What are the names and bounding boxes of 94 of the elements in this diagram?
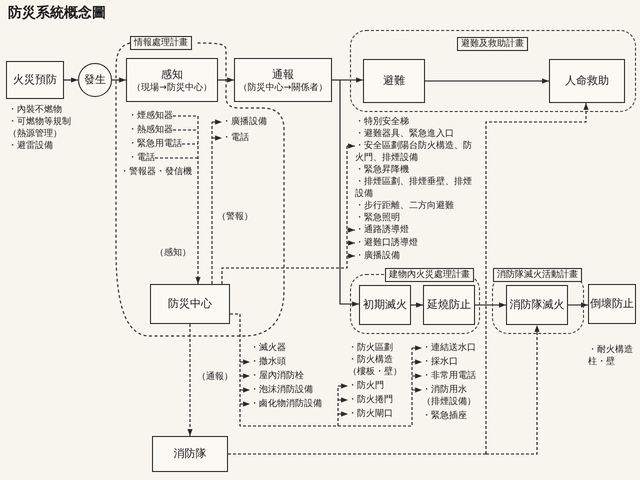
list-item-text: ・鹵化物消防設備	[250, 398, 322, 410]
list-item-text: ・緊急插座	[422, 410, 467, 422]
list-item-text: ・消防用水（排煙設備）	[422, 384, 478, 408]
dashed-line	[229, 313, 413, 427]
dashed-arrow	[212, 119, 222, 125]
arrow	[218, 77, 234, 83]
list-item-text: ・通路誘導燈	[355, 224, 409, 236]
dashed-arrow	[212, 135, 222, 141]
dashed-arrow	[240, 359, 250, 365]
group-title: 避難及救助計畫	[457, 37, 528, 51]
process-box: 防災中心	[150, 284, 230, 324]
list-item-text: ・避難器具、緊急進入口	[355, 128, 454, 140]
dashed-arrow	[412, 373, 422, 379]
list-item-text: ・撒水頭	[250, 356, 286, 368]
list-item-text: ・警報器・發信機	[120, 166, 192, 178]
node-heading: 感知	[161, 66, 183, 82]
list-item-text: ・電話	[128, 152, 155, 164]
arrow	[64, 77, 78, 83]
dashed-arrow	[485, 103, 589, 454]
list-item-text: ・廣播設備	[222, 116, 267, 128]
dashed-arrow	[240, 373, 250, 379]
process-box: 倒壞防止	[588, 284, 636, 324]
dashed-arrow	[195, 116, 201, 284]
node-subtext: （現場→防災中心）	[132, 82, 212, 94]
dashed-line	[173, 115, 198, 117]
dashed-arrow	[486, 325, 540, 455]
list-item-text: ・緊急昇降機	[355, 164, 409, 176]
list-item-text: ・緊急用電話	[128, 138, 182, 150]
note-text: ・內裝不燃物	[8, 104, 63, 116]
arrow	[411, 302, 423, 308]
dashed-line	[211, 122, 213, 284]
dashed-arrow	[240, 387, 250, 393]
list-item-text: ・防火閘口	[348, 408, 393, 420]
list-item-text: ・滅火器	[250, 342, 286, 354]
dashed-line	[221, 146, 348, 284]
dashed-arrow	[240, 401, 250, 407]
dashed-arrow	[187, 324, 193, 436]
dashed-line	[182, 143, 198, 145]
process-box: 人命救助	[549, 59, 625, 103]
list-item-text: ・安全區劃陽台防火構造、防火門、排煙設備	[355, 140, 479, 164]
list-item-text: ・廣播設備	[355, 250, 400, 262]
process-box: 消防隊滅火	[506, 285, 568, 325]
list-item-text: ・泡沫消防設備	[250, 384, 313, 396]
arrow	[112, 77, 126, 83]
group-title: 建物內火災處理計畫	[385, 268, 474, 282]
arrow	[568, 302, 588, 308]
dashed-arrow	[347, 253, 355, 259]
process-box: 初期滅火	[359, 285, 411, 325]
list-item-text: ・步行距離、二方向避難	[355, 200, 454, 212]
group-title: 情報處理計畫	[130, 36, 192, 50]
list-item-text: ・緊急照明	[355, 212, 400, 224]
process-box: 火災預防	[6, 61, 64, 99]
list-item-text: ・特別安全梯	[355, 116, 409, 128]
note-text: ・耐火構造柱・壁	[588, 344, 634, 368]
dashed-line	[228, 453, 486, 455]
list-item-text: ・電話	[222, 132, 249, 144]
list-item-text: ・避難口誘導燈	[355, 237, 418, 249]
diagram-title: 防災系統概念圖	[8, 4, 106, 22]
note-text: ・避雷設備	[8, 140, 54, 152]
dashed-arrow	[347, 227, 355, 233]
dashed-arrow	[347, 240, 355, 246]
list-item-text: ・屋內消防栓	[250, 370, 304, 382]
list-item-text: ・防火捲門	[348, 394, 393, 406]
list-item-text: ・防火門	[348, 380, 384, 392]
list-item-text: ・防火區劃	[348, 342, 393, 354]
process-box: 延燒防止	[423, 285, 475, 325]
list-item-text: ・排煙區劃、排煙垂壁、排煙設備	[355, 176, 473, 200]
dashed-line	[173, 129, 198, 131]
node-subtext: （防災中心→關係者）	[238, 82, 328, 94]
list-item-text: ・煙感知器	[128, 110, 173, 122]
dashed-arrow	[412, 359, 422, 365]
list-item-text: ・熱感知器	[128, 124, 173, 136]
note-text: ・可燃物等規制（熱源管理）	[8, 116, 72, 140]
arrow	[425, 78, 549, 84]
group-title: 消防隊滅火活動計畫	[493, 268, 582, 282]
list-item-text: ・連結送水口	[422, 342, 476, 354]
process-box	[126, 58, 218, 102]
process-box: 避難	[363, 59, 425, 103]
node-heading: 通報	[272, 66, 294, 82]
dashed-line	[155, 157, 198, 159]
list-item-text: ・採水口	[422, 356, 458, 368]
dashed-arrow	[412, 345, 422, 351]
dashed-arrow	[338, 397, 348, 403]
process-box: 消防隊	[152, 436, 228, 472]
arrow	[475, 302, 506, 308]
event-circle: 發生	[78, 63, 112, 97]
group-outline	[350, 30, 636, 112]
list-item-text: ・非常用電話	[422, 370, 476, 382]
dashed-arrow	[338, 411, 348, 417]
dashed-arrow	[347, 143, 355, 149]
dashed-arrow	[412, 387, 422, 393]
dashed-arrow	[338, 383, 348, 389]
process-box	[234, 58, 332, 102]
list-item-text: ・防火構造（樓板・壁）	[348, 354, 403, 378]
